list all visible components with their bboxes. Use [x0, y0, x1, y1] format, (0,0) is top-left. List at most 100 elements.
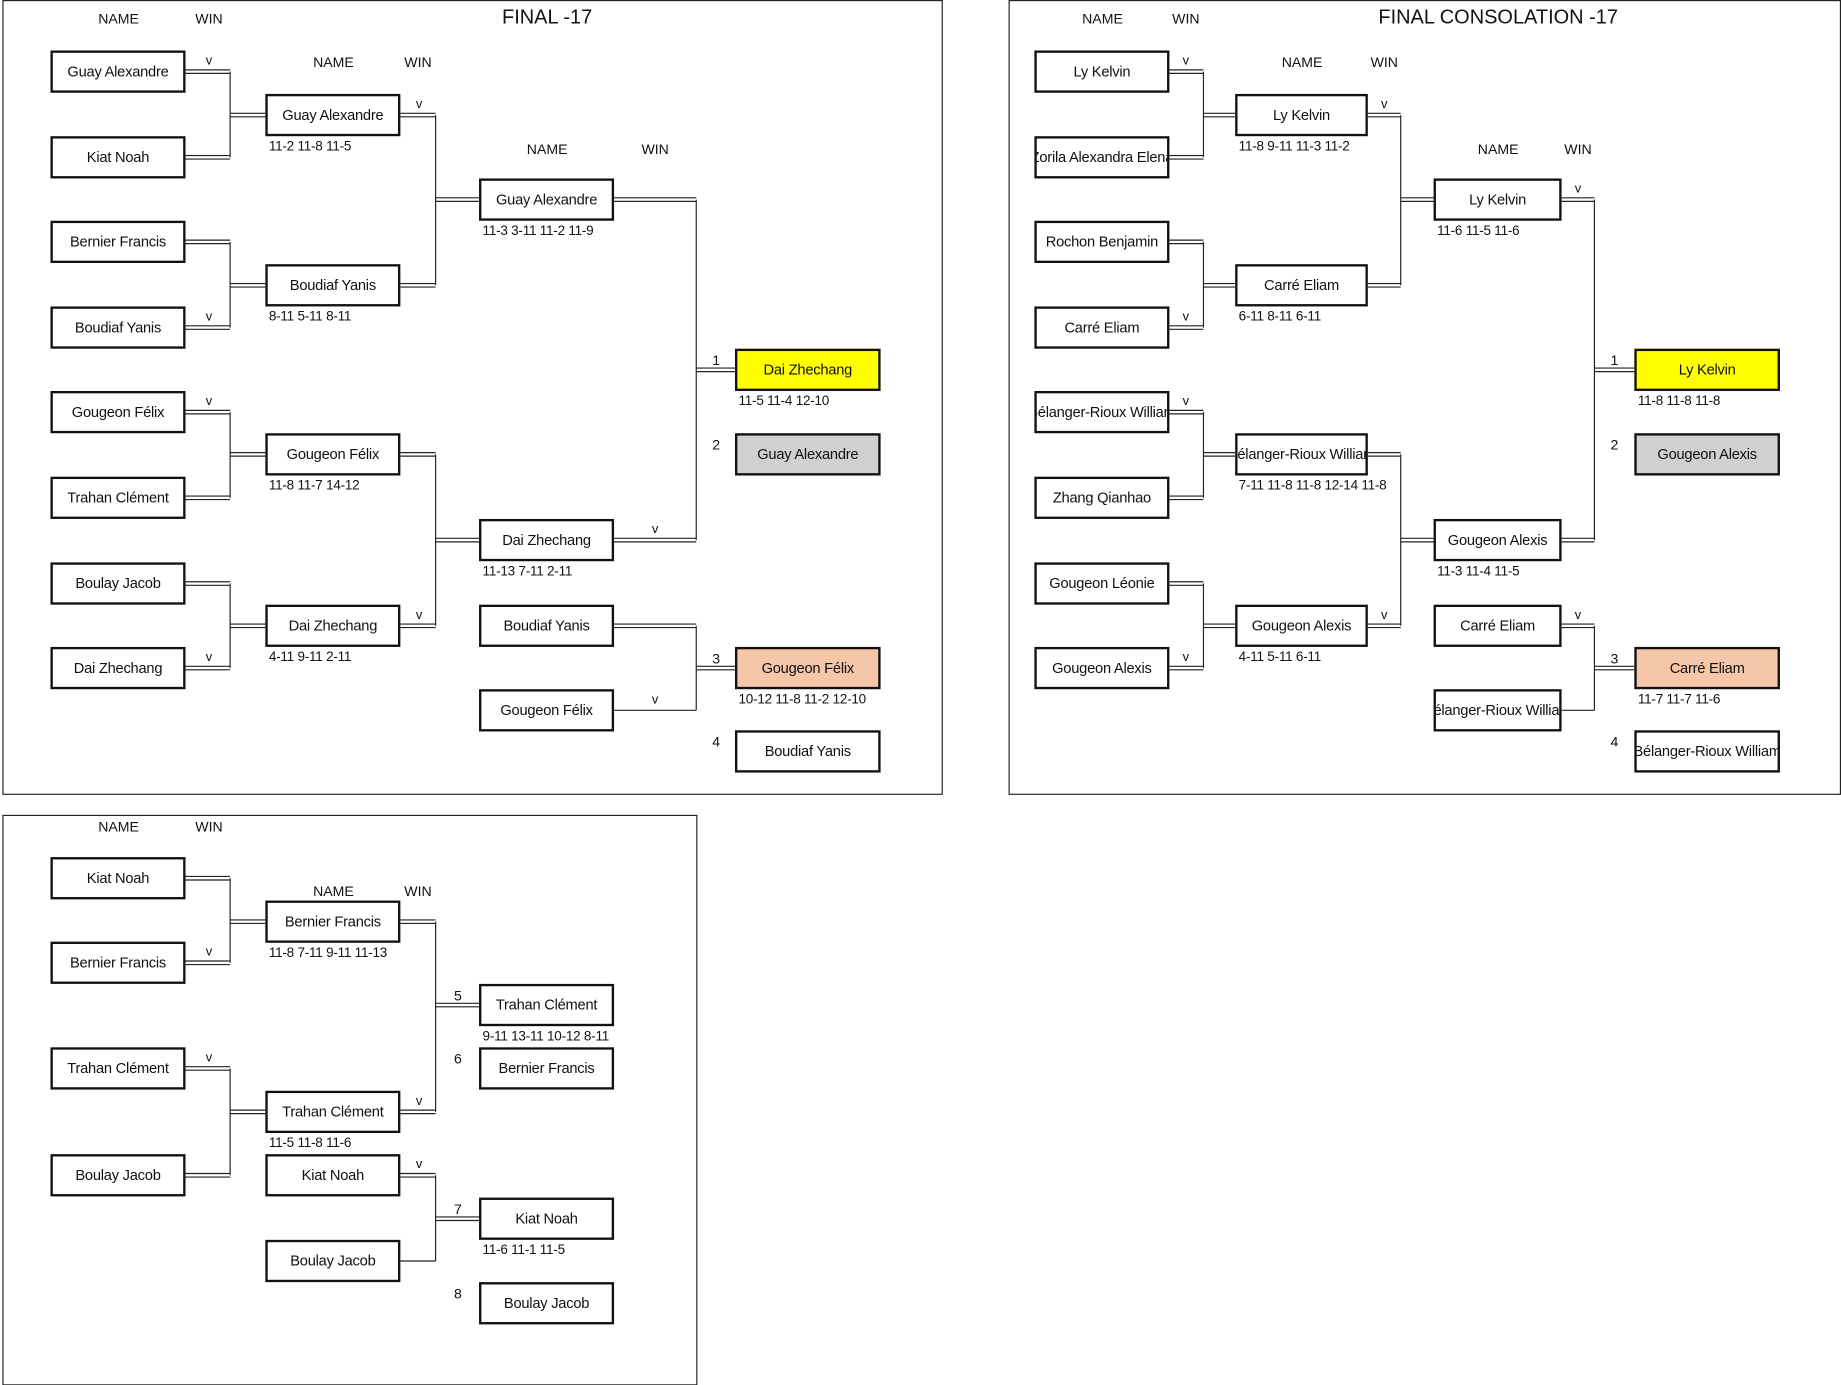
player-name: Boulay Jacob: [75, 575, 161, 592]
player-cell[interactable]: Gougeon Alexis: [1034, 646, 1170, 690]
player-cell[interactable]: Rochon Benjamin: [1034, 220, 1170, 264]
placing-number: 2: [1610, 436, 1619, 454]
player-cell[interactable]: Bernier Francis: [265, 900, 401, 943]
player-cell[interactable]: Kiat Noah: [265, 1154, 401, 1197]
win-column-header: WIN: [1564, 140, 1592, 158]
player-cell[interactable]: Zhang Qianhao: [1034, 476, 1170, 519]
player-name: Rochon Benjamin: [1045, 233, 1159, 251]
player-cell[interactable]: Bélanger-Rioux William: [1433, 689, 1562, 732]
player-cell[interactable]: Zorila Alexandra Elena: [1034, 136, 1170, 179]
match-score: 11-5 11-4 12-10: [738, 394, 830, 409]
player-name: Trahan Clément: [67, 489, 169, 507]
placing-number: 1: [1610, 352, 1619, 369]
win-marker: v: [651, 692, 659, 707]
player-cell[interactable]: Dai Zhechang: [50, 646, 186, 690]
player-name: Bélanger-Rioux William: [1634, 743, 1780, 760]
placing-8-player-cell[interactable]: Boulay Jacob: [479, 1282, 615, 1325]
player-cell[interactable]: Gougeon Félix: [265, 433, 401, 476]
placing-number: 5: [453, 987, 462, 1004]
player-cell[interactable]: Gougeon Alexis: [1235, 604, 1368, 647]
placing-2-player-cell[interactable]: Guay Alexandre: [734, 433, 881, 476]
player-name: Ly Kelvin: [1073, 63, 1131, 80]
placing-number: 2: [712, 436, 721, 454]
player-cell[interactable]: Ly Kelvin: [1433, 178, 1562, 221]
placing-3-player-cell[interactable]: Gougeon Félix: [734, 646, 881, 690]
player-cell[interactable]: Boudiaf Yanis: [265, 264, 401, 307]
player-cell[interactable]: Guay Alexandre: [50, 50, 186, 93]
player-name: Boulay Jacob: [75, 1167, 161, 1184]
player-cell[interactable]: Boulay Jacob: [265, 1239, 401, 1283]
player-cell[interactable]: Carré Eliam: [1433, 604, 1562, 647]
match-score: 8-11 5-11 8-11: [268, 309, 352, 325]
player-name: Guay Alexandre: [67, 63, 169, 80]
player-name: Gougeon Félix: [761, 659, 855, 677]
match-score: 7-11 11-8 11-8 12-14 11-8: [1238, 479, 1387, 494]
player-cell[interactable]: Bernier Francis: [50, 220, 186, 264]
player-cell[interactable]: Guay Alexandre: [479, 178, 615, 221]
player-cell[interactable]: Boudiaf Yanis: [50, 306, 186, 349]
placing-6-player-cell[interactable]: Bernier Francis: [479, 1047, 615, 1090]
player-cell[interactable]: Gougeon Léonie: [1034, 562, 1170, 605]
win-marker: v: [415, 1157, 423, 1172]
match-score: 11-6 11-5 11-6: [1437, 224, 1520, 239]
placing-3-player-cell[interactable]: Carré Eliam: [1634, 646, 1780, 690]
win-column-header: WIN: [1172, 10, 1200, 28]
player-name: Gougeon Félix: [286, 446, 380, 463]
player-cell[interactable]: Gougeon Alexis: [1433, 518, 1562, 562]
win-column-header: WIN: [1370, 54, 1398, 71]
player-cell[interactable]: Guay Alexandre: [265, 93, 401, 137]
player-cell[interactable]: Boulay Jacob: [50, 562, 186, 605]
win-column-header: WIN: [404, 882, 432, 900]
win-marker: v: [205, 309, 213, 325]
match-score: 9-11 13-11 10-12 8-11: [482, 1029, 610, 1044]
player-cell[interactable]: Dai Zhechang: [479, 518, 615, 562]
match-score: 11-8 9-11 11-3 11-2: [1238, 139, 1350, 154]
player-name: Guay Alexandre: [495, 191, 598, 208]
match-score: 11-13 7-11 2-11: [482, 564, 573, 579]
name-column-header: NAME: [1281, 54, 1323, 71]
player-cell[interactable]: Kiat Noah: [50, 136, 186, 179]
player-name: Bernier Francis: [498, 1060, 595, 1077]
player-cell[interactable]: Boulay Jacob: [50, 1154, 186, 1197]
player-cell[interactable]: Gougeon Félix: [479, 689, 615, 732]
player-cell[interactable]: Kiat Noah: [50, 857, 186, 900]
placing-2-player-cell[interactable]: Gougeon Alexis: [1634, 433, 1780, 476]
placing-number: 6: [453, 1050, 462, 1068]
placing-number: 4: [1610, 733, 1619, 751]
placing-5-player-cell[interactable]: Trahan Clément: [479, 983, 615, 1027]
player-cell[interactable]: Boudiaf Yanis: [479, 604, 615, 647]
player-cell[interactable]: Ly Kelvin: [1235, 93, 1368, 137]
player-cell[interactable]: Bélanger-Rioux William: [1235, 433, 1368, 476]
placing-number: 4: [712, 733, 721, 751]
player-cell[interactable]: Trahan Clément: [50, 1047, 186, 1090]
placing-1-player-cell[interactable]: Dai Zhechang: [734, 348, 881, 391]
win-marker: v: [205, 1050, 213, 1065]
player-name: Bernier Francis: [284, 913, 381, 930]
name-column-header: NAME: [526, 140, 568, 158]
name-column-header: NAME: [313, 882, 354, 900]
placing-4-player-cell[interactable]: Bélanger-Rioux William: [1634, 730, 1780, 773]
win-marker: v: [1381, 608, 1388, 623]
placing-number: 7: [453, 1201, 462, 1218]
player-name: Carré Eliam: [1669, 659, 1745, 677]
player-cell[interactable]: Gougeon Félix: [50, 390, 186, 434]
match-score: 11-8 7-11 9-11 11-13: [268, 946, 388, 961]
player-name: Kiat Noah: [86, 149, 150, 166]
player-name: Bélanger-Rioux William: [1433, 702, 1560, 719]
player-cell[interactable]: Ly Kelvin: [1034, 50, 1170, 93]
placing-7-player-cell[interactable]: Kiat Noah: [479, 1197, 615, 1240]
player-name: Ly Kelvin: [1678, 361, 1736, 379]
player-cell[interactable]: Bélanger-Rioux William: [1034, 390, 1170, 434]
player-cell[interactable]: Carré Eliam: [1235, 264, 1368, 307]
placing-4-player-cell[interactable]: Boudiaf Yanis: [734, 730, 881, 773]
placing-1-player-cell[interactable]: Ly Kelvin: [1634, 348, 1780, 391]
player-cell[interactable]: Trahan Clément: [50, 476, 186, 519]
player-cell[interactable]: Trahan Clément: [265, 1090, 401, 1134]
player-cell[interactable]: Carré Eliam: [1034, 306, 1170, 349]
name-column-header: NAME: [98, 10, 139, 28]
player-cell[interactable]: Dai Zhechang: [265, 604, 401, 647]
player-cell[interactable]: Bernier Francis: [50, 941, 186, 984]
player-name: Boulay Jacob: [503, 1295, 590, 1312]
placing-number: 3: [1610, 650, 1619, 667]
